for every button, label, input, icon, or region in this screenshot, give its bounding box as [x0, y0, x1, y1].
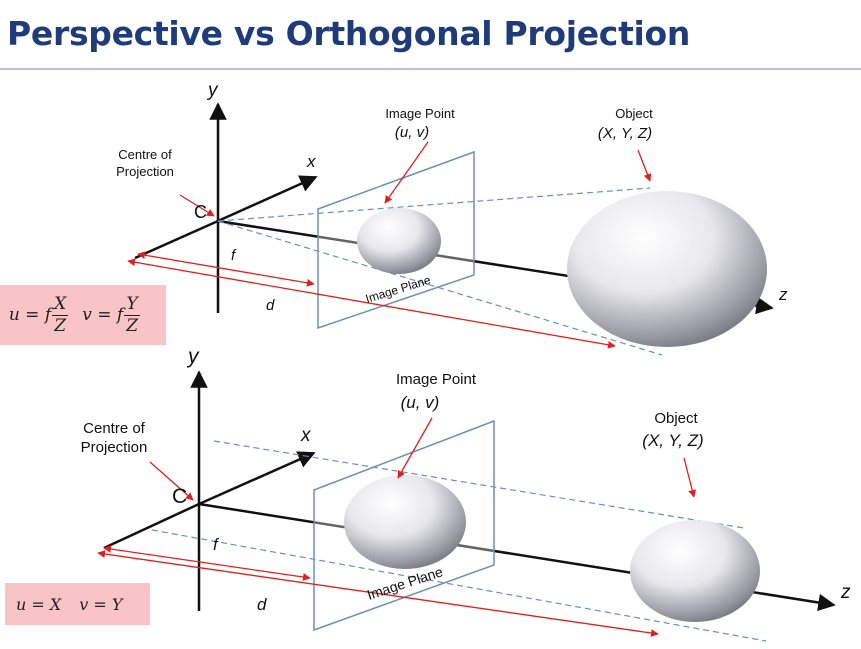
formula-v-numerator: Y	[124, 293, 140, 316]
persp-image-point-egg	[357, 208, 441, 274]
ortho-centre-label-line2: Projection	[81, 439, 148, 456]
persp-centre-label-line2: Projection	[116, 164, 174, 179]
persp-f-label: f	[231, 247, 237, 264]
ortho-object-coords: (X, Y, Z)	[642, 431, 703, 450]
ortho-d-arrow	[97, 550, 659, 637]
persp-centre-label-line1: Centre of	[118, 147, 172, 162]
persp-d-arrow	[127, 258, 616, 349]
persp-object-callout	[637, 149, 652, 182]
ortho-f-label: f	[213, 535, 220, 554]
formula-ortho-v: v = Y	[79, 594, 123, 614]
ortho-object-egg	[630, 520, 760, 622]
orthogonal-diagram: y x z Centre of Projection C Image Point…	[81, 345, 851, 642]
ortho-centre-label-line1: Centre of	[83, 420, 146, 437]
persp-x-axis	[217, 175, 318, 223]
ortho-z-axis-label: z	[840, 582, 851, 603]
persp-d-label: d	[266, 297, 275, 314]
formula-v-fraction: Y Z	[124, 293, 140, 336]
formula-v-denominator: Z	[126, 315, 138, 336]
perspective-formula: u = f X Z v = f Y Z	[0, 285, 166, 345]
ortho-y-axis-label: y	[186, 345, 200, 368]
ortho-f-arrow	[103, 545, 311, 581]
title-divider	[0, 68, 861, 70]
ortho-image-point-callout	[397, 417, 433, 479]
persp-object-egg	[567, 191, 767, 347]
slide-title: Perspective vs Orthogonal Projection	[7, 14, 691, 53]
persp-ray-upper	[217, 187, 651, 222]
formula-u-denominator: Z	[54, 315, 67, 336]
ortho-d-label: d	[257, 595, 267, 614]
persp-centre-letter: C	[194, 202, 207, 222]
orthogonal-formula: u = X v = Y	[5, 583, 150, 625]
persp-neg-x-axis	[134, 219, 219, 260]
ortho-object-label: Object	[654, 410, 698, 427]
ortho-image-point-coords: (u, v)	[401, 393, 440, 412]
persp-centre-callout	[179, 194, 215, 217]
ortho-x-axis	[198, 451, 316, 506]
persp-image-point-callout	[384, 141, 429, 204]
persp-image-point-coords: (u, v)	[395, 124, 429, 141]
ortho-neg-x-axis	[103, 502, 200, 550]
ortho-centre-letter: C	[172, 485, 187, 508]
formula-ortho-u: u = X	[16, 594, 62, 614]
ortho-image-point-label: Image Point	[396, 371, 477, 388]
persp-x-axis-label: x	[306, 152, 316, 171]
persp-y-axis-label: y	[206, 80, 219, 101]
persp-object-label: Object	[615, 106, 653, 121]
formula-v-lhs: v = f	[82, 305, 124, 325]
persp-z-axis-label: z	[778, 285, 788, 304]
persp-object-coords: (X, Y, Z)	[598, 125, 652, 142]
ortho-image-point-egg	[344, 475, 466, 569]
persp-image-point-label: Image Point	[385, 106, 455, 121]
ortho-centre-callout	[149, 461, 194, 501]
formula-u-fraction: X Z	[52, 293, 69, 336]
ortho-object-callout	[683, 457, 697, 498]
ortho-x-axis-label: x	[300, 425, 312, 446]
formula-u-lhs: u = f	[8, 305, 52, 325]
persp-f-arrow	[137, 251, 315, 287]
perspective-diagram: y x z Centre of Projection C Image Point…	[116, 80, 788, 356]
formula-u-numerator: X	[52, 293, 69, 316]
